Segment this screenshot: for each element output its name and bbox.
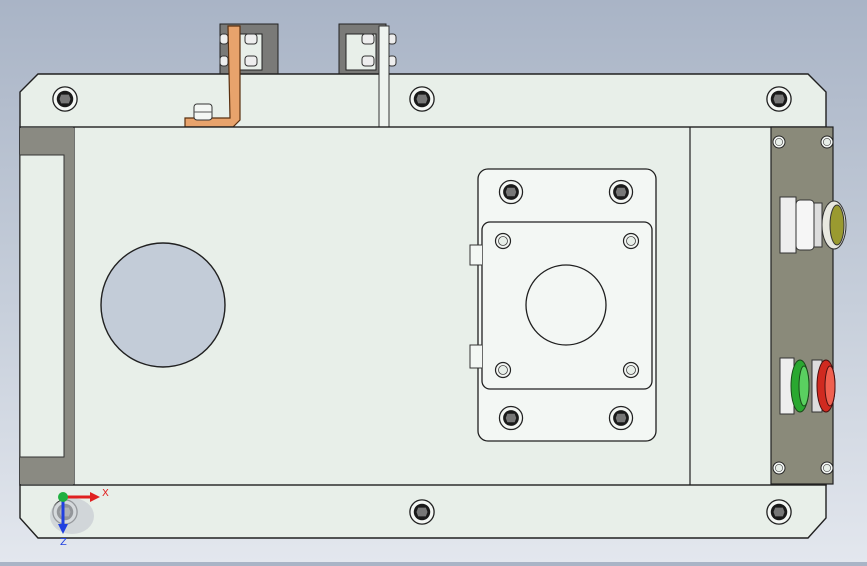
- panel-hole: [772, 135, 786, 149]
- x-axis-arrow: [90, 492, 100, 502]
- mount-screw: [498, 405, 524, 431]
- base-screw: [766, 499, 792, 525]
- z-axis-arrow: [58, 524, 68, 534]
- left-frame: [19, 128, 74, 484]
- switch-knob-hole: [525, 264, 607, 346]
- base-screw: [52, 86, 78, 112]
- support-rod: [378, 25, 390, 129]
- x-axis-label: X: [102, 488, 109, 499]
- switch-hole: [494, 361, 512, 379]
- yellow-indicator-lamp: [779, 196, 847, 254]
- switch-hole: [494, 232, 512, 250]
- switch-hole: [622, 232, 640, 250]
- y-axis-dot: [58, 492, 68, 502]
- cable-cutout: [100, 242, 226, 368]
- right-top-bracket: [338, 23, 397, 77]
- base-screw: [766, 86, 792, 112]
- red-push-button: [811, 359, 836, 413]
- switch-tab-bottom: [469, 344, 482, 369]
- mount-screw: [608, 179, 634, 205]
- switch-tab-top: [469, 244, 482, 266]
- base-screw: [409, 86, 435, 112]
- green-push-button: [779, 357, 810, 415]
- base-screw: [409, 499, 435, 525]
- triad-shadow: [50, 498, 94, 534]
- coordinate-triad[interactable]: X Z: [50, 488, 109, 548]
- panel-hole: [772, 461, 786, 475]
- z-axis-label: Z: [60, 537, 67, 548]
- panel-hole: [820, 135, 834, 149]
- panel-hole: [820, 461, 834, 475]
- right-side-panel: [770, 126, 834, 485]
- mount-screw: [608, 405, 634, 431]
- switch-hole: [622, 361, 640, 379]
- mount-screw: [498, 179, 524, 205]
